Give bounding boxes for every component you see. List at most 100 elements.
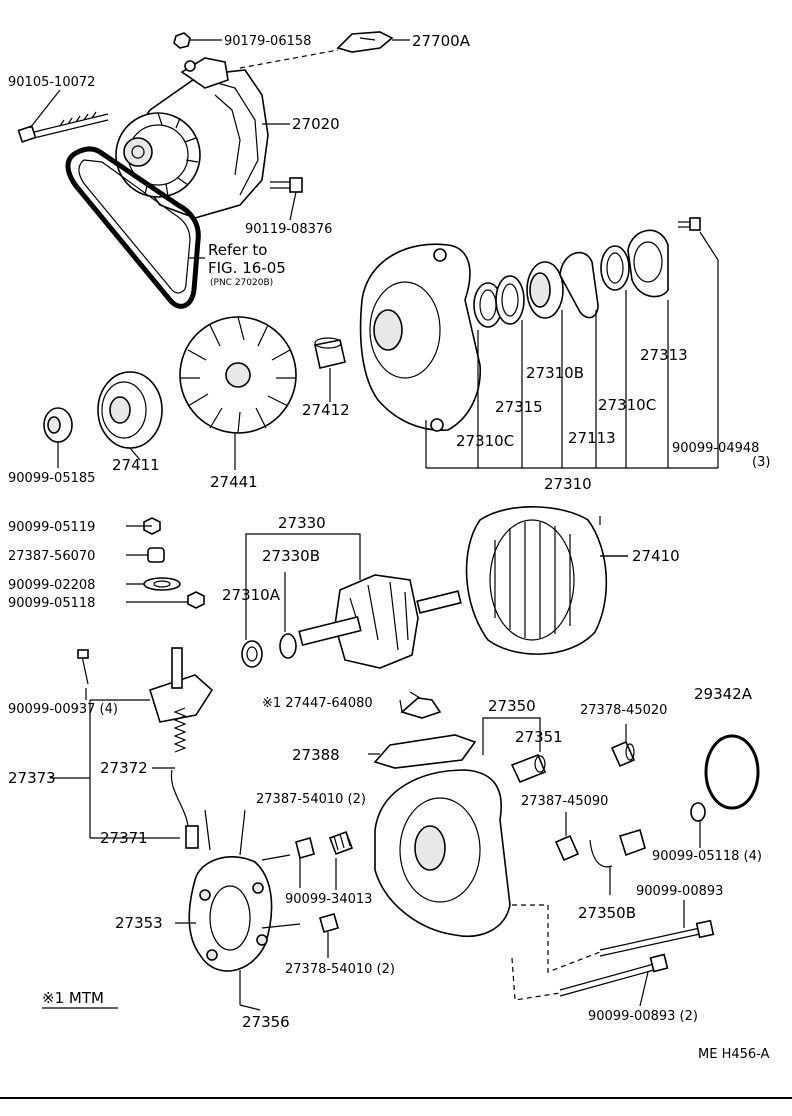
label-27310C-left: 27310C [456, 432, 514, 450]
nut-90179-06158 [173, 32, 191, 49]
ring-27310C-right [600, 245, 630, 291]
connector-27700A [336, 31, 394, 53]
label-90099-05185: 90099-05185 [8, 471, 95, 486]
cover-27113 [559, 251, 599, 319]
spring-90099-34013 [328, 830, 354, 856]
label-90099-05118: 90099-05118 [8, 596, 95, 611]
rotor-27330 [298, 574, 462, 669]
bracket-27310 [425, 231, 719, 469]
drive-belt [65, 146, 201, 309]
terminal-27387-45090 [554, 834, 580, 862]
label-pnc-reference: (PNC 27020B) [210, 278, 273, 288]
drive-end-frame-27310 [359, 243, 481, 432]
label-27350B: 27350B [578, 904, 636, 922]
washer-90099-02208 [143, 577, 181, 591]
label-27387-54010: 27387-54010 (2) [256, 792, 366, 807]
pulley-27411 [97, 371, 163, 449]
label-90099-00937: 90099-00937 (4) [8, 702, 118, 717]
label-27387-56070: 27387-56070 [8, 549, 95, 564]
label-90099-04948: 90099-04948 [672, 441, 759, 456]
label-27113: 27113 [568, 429, 616, 447]
bearing-27310A [241, 640, 263, 668]
bracket-27330 [245, 533, 361, 640]
label-27351: 27351 [515, 728, 563, 746]
screw-90099-00937 [77, 649, 89, 685]
label-27350: 27350 [488, 697, 536, 715]
label-27330B: 27330B [262, 547, 320, 565]
cap-27378-45020 [610, 740, 636, 768]
part-27447-64080 [400, 691, 442, 719]
bearing-27310B [526, 261, 564, 319]
insulator-27378-54010 [319, 913, 339, 933]
bolt-90099-00893 [599, 919, 715, 957]
nut-90099-05185 [43, 407, 73, 443]
label-27388: 27388 [292, 746, 340, 764]
figure-code: ME H456-A [698, 1047, 770, 1062]
insulator-27387-54010 [295, 837, 315, 859]
fan-27441 [179, 316, 297, 434]
rear-end-frame-27350 [374, 769, 511, 937]
label-27387-45090: 27387-45090 [521, 794, 608, 809]
label-qty-3: (3) [752, 455, 770, 470]
label-27310B: 27310B [526, 364, 584, 382]
label-90099-34013: 90099-34013 [285, 892, 372, 907]
nut-90099-05118 [187, 591, 205, 609]
brush-27371 [170, 769, 199, 849]
label-27315: 27315 [495, 398, 543, 416]
bracket-27350 [482, 717, 541, 755]
stator-27410 [465, 506, 628, 655]
label-90099-00893-2: 90099-00893 (2) [588, 1009, 698, 1024]
alternator-assembly [17, 31, 394, 309]
label-27020: 27020 [292, 115, 340, 133]
label-27447-64080: ※1 27447-64080 [262, 696, 373, 711]
bolt-90099-00893-2 [559, 953, 669, 997]
label-27371: 27371 [100, 829, 148, 847]
label-27330: 27330 [278, 514, 326, 532]
rectifier-27353 [188, 809, 301, 1005]
bolt-path-lines [512, 904, 601, 973]
label-27410: 27410 [632, 547, 680, 565]
seal-27315 [495, 275, 525, 325]
label-27373: 27373 [8, 769, 56, 787]
retainer-27313 [627, 229, 669, 298]
label-fig-reference: FIG. 16-05 [208, 259, 286, 277]
label-27356: 27356 [242, 1013, 290, 1031]
label-27441: 27441 [210, 473, 258, 491]
label-mtm-note: ※1 MTM [42, 989, 104, 1007]
label-refer-to: Refer to [208, 241, 267, 259]
spring-27372 [173, 707, 187, 753]
label-27378-54010: 27378-54010 (2) [285, 962, 395, 977]
nut-90099-05118-4 [690, 802, 706, 822]
bushing-27351 [510, 753, 547, 784]
label-90099-05118-4: 90099-05118 (4) [652, 849, 762, 864]
label-29342A: 29342A [694, 685, 753, 703]
label-90179-06158: 90179-06158 [224, 34, 311, 49]
bolt-90105-10072 [17, 111, 109, 143]
label-27353: 27353 [115, 914, 163, 932]
label-90099-02208: 90099-02208 [8, 578, 95, 593]
label-90099-00893: 90099-00893 [636, 884, 723, 899]
leader-lines [29, 39, 701, 1011]
label-90105-10072: 90105-10072 [8, 75, 95, 90]
label-90119-08376: 90119-08376 [245, 222, 332, 237]
label-27310A: 27310A [222, 586, 281, 604]
bracket-27373 [50, 699, 180, 839]
label-90099-05119: 90099-05119 [8, 520, 95, 535]
label-27310: 27310 [544, 475, 592, 493]
oring-29342A [704, 734, 760, 810]
brush-holder-27373 [149, 647, 214, 723]
label-27372: 27372 [100, 759, 148, 777]
label-27412: 27412 [302, 401, 350, 419]
spacer-27412 [314, 337, 346, 369]
part-labels: 90179-06158 27700A 90105-10072 27020 901… [8, 32, 770, 1062]
label-27700A: 27700A [412, 32, 471, 50]
spacer-27387-56070 [147, 547, 165, 563]
plug-27350B [589, 828, 646, 868]
bolt-90119-08376 [270, 177, 303, 193]
label-27313: 27313 [640, 346, 688, 364]
label-27310C-right: 27310C [598, 396, 656, 414]
label-27411: 27411 [112, 456, 160, 474]
bearing-27330B [279, 633, 297, 659]
label-27378-45020: 27378-45020 [580, 703, 667, 718]
